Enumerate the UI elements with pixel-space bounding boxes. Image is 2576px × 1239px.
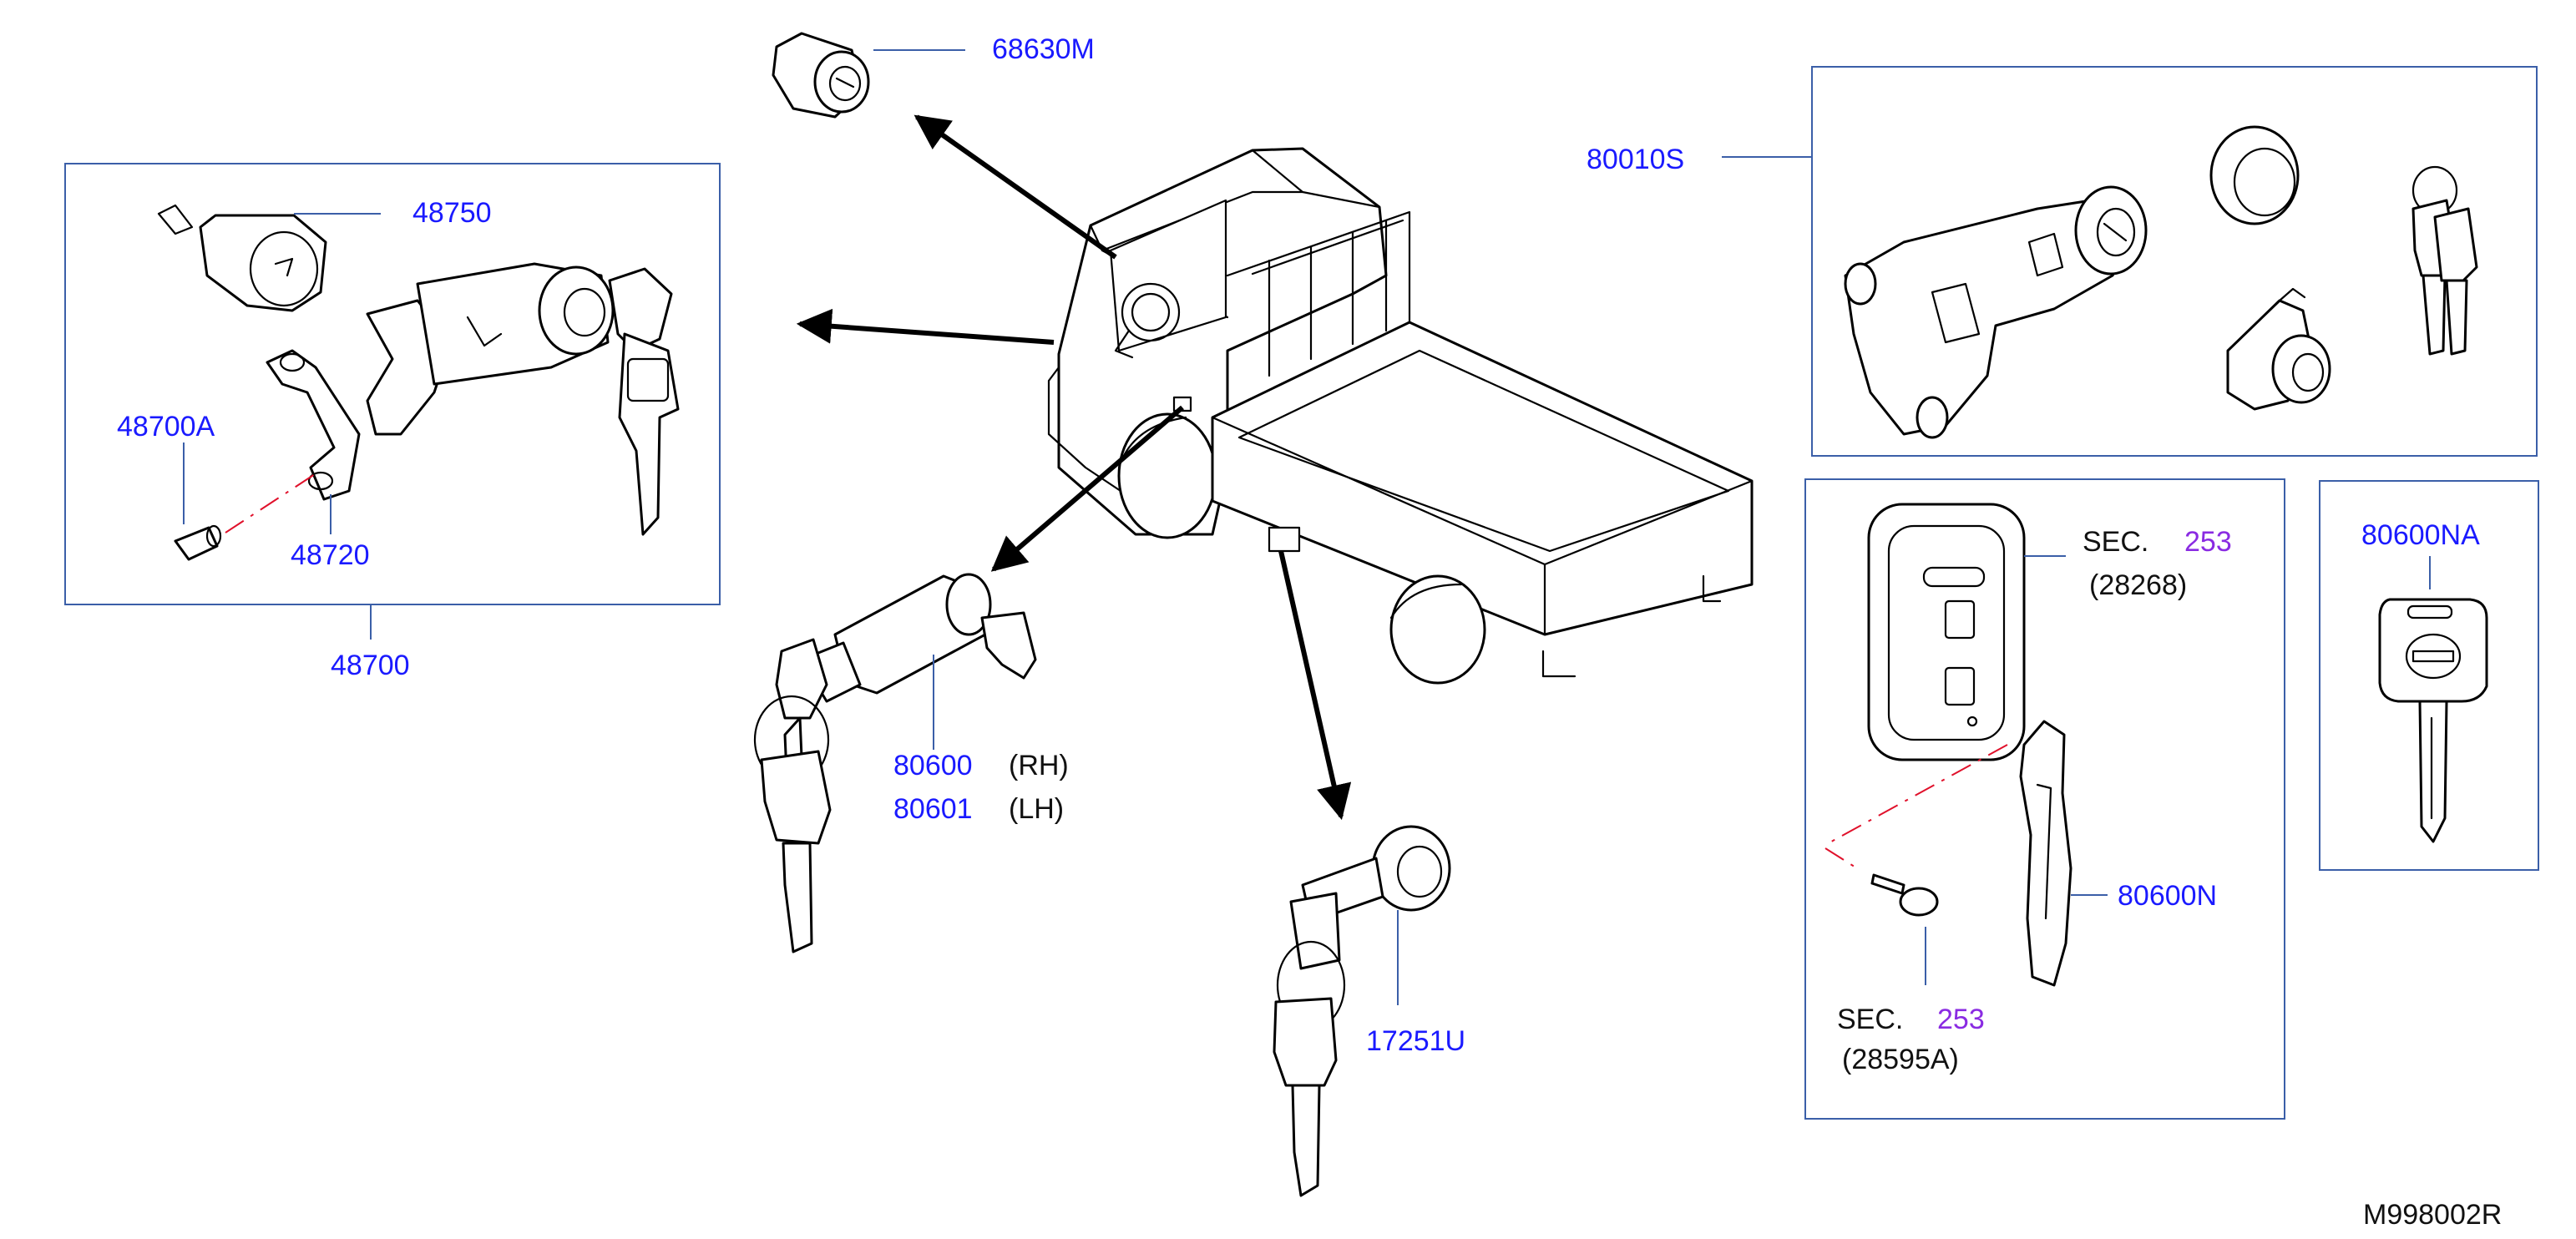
label-sec1-num: 253 xyxy=(2184,526,2232,558)
dash-key-screw-2 xyxy=(1824,847,1858,869)
label-lh: (LH) xyxy=(1009,793,1064,825)
label-sec1: SEC. xyxy=(2083,526,2148,558)
dash-key-screw xyxy=(1824,744,2008,846)
part-17251U-fuel-lock xyxy=(1273,825,1451,1197)
part-48700A-bolt xyxy=(174,524,222,561)
label-17251U: 17251U xyxy=(1366,1025,1465,1057)
dash-48700A xyxy=(225,472,318,534)
part-80600-door-lock xyxy=(753,573,1037,953)
label-80600: 80600 xyxy=(893,750,973,781)
box-48700-group xyxy=(64,163,721,605)
diagram-id: M998002R xyxy=(2363,1199,2502,1231)
part-80600NA-blank-key xyxy=(2378,598,2488,843)
label-rh: (RH) xyxy=(1009,750,1069,781)
callout-arrows xyxy=(796,114,1352,821)
box-80600NA-group xyxy=(2319,480,2539,871)
part-48720-clamp xyxy=(266,349,361,501)
label-68630M: 68630M xyxy=(992,33,1095,65)
label-48700A: 48700A xyxy=(117,411,215,442)
box-intelligent-key-group xyxy=(1804,478,2285,1120)
label-80600N: 80600N xyxy=(2118,880,2217,912)
label-sec2: SEC. xyxy=(1837,1004,1903,1035)
part-48700-ignition-cylinder xyxy=(366,262,680,536)
part-sec253-screw xyxy=(1870,873,1939,917)
label-80010S: 80010S xyxy=(1587,144,1684,175)
label-48750: 48750 xyxy=(412,197,492,229)
part-80600N-mechanical-key xyxy=(2019,720,2072,987)
part-intelligent-key-fob xyxy=(1867,503,2026,761)
label-sec1-ref: (28268) xyxy=(2089,569,2187,601)
label-48700: 48700 xyxy=(331,650,410,681)
label-80600NA: 80600NA xyxy=(2361,519,2480,551)
box-80010S-group xyxy=(1811,66,2538,457)
label-48720: 48720 xyxy=(291,539,370,571)
part-48750-cap xyxy=(157,204,327,312)
label-sec2-ref: (28595A) xyxy=(1842,1044,1959,1075)
label-80601: 80601 xyxy=(893,793,973,825)
part-68630M-lock-cylinder xyxy=(772,32,870,119)
label-sec2-num: 253 xyxy=(1937,1004,1985,1035)
part-80010S-lock-set xyxy=(1844,125,2478,439)
truck-illustration xyxy=(1047,147,1754,685)
